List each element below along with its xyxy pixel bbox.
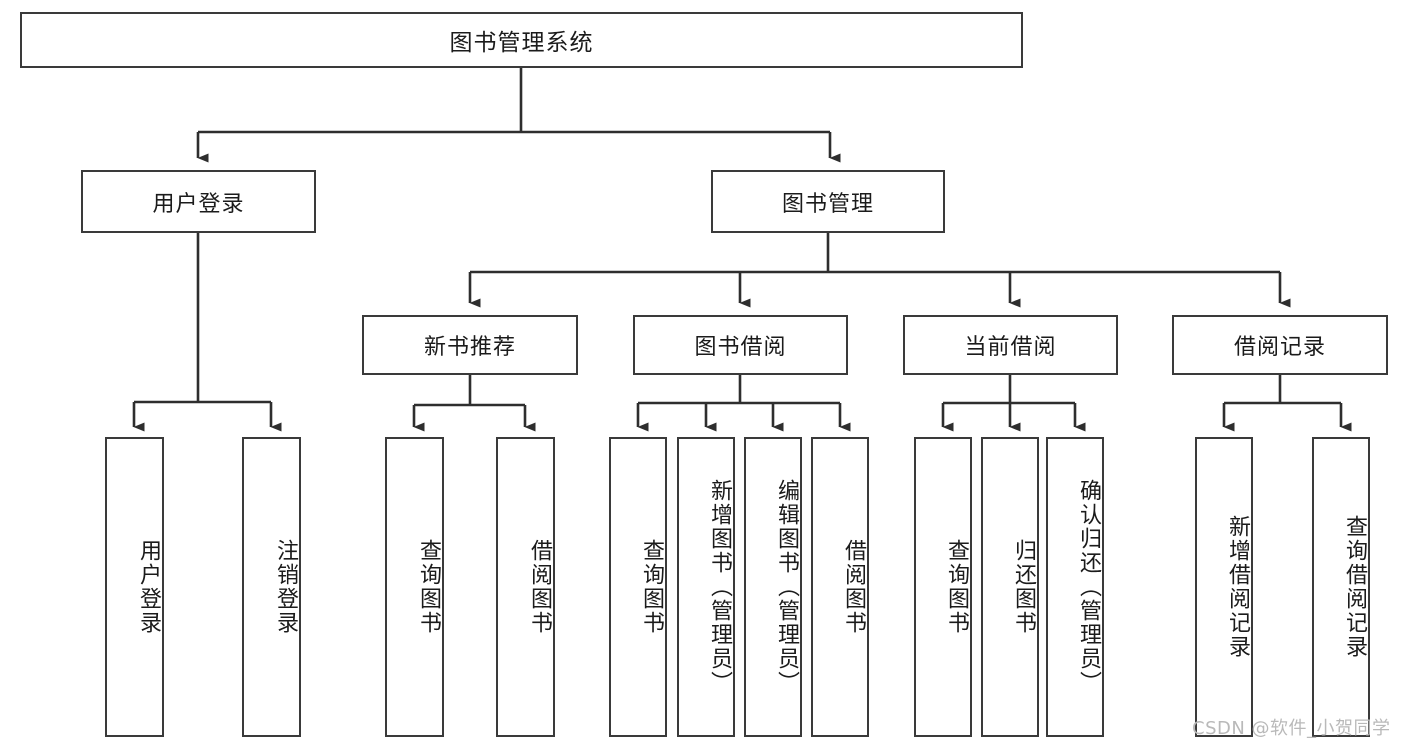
- node-root-system[interactable]: 图书管理系统: [20, 12, 1023, 68]
- node-label: 借阅图书: [527, 539, 552, 635]
- leaf-record-query-borrow-record[interactable]: 查询借阅记录: [1312, 437, 1370, 737]
- leaf-logout[interactable]: 注销登录: [242, 437, 301, 737]
- leaf-borrow-edit-book-admin[interactable]: 编辑图书（管理员）: [744, 437, 802, 737]
- node-label: 图书借阅: [694, 335, 787, 360]
- leaf-borrow-add-book-admin[interactable]: 新增图书（管理员）: [677, 437, 735, 737]
- node-label: 新增图书（管理员）: [707, 479, 732, 695]
- node-label: 归还图书: [1011, 539, 1036, 635]
- leaf-recommend-query-book[interactable]: 查询图书: [385, 437, 444, 737]
- node-label: 借阅记录: [1233, 335, 1326, 360]
- leaf-borrow-borrow-book[interactable]: 借阅图书: [811, 437, 869, 737]
- node-label: 编辑图书（管理员）: [774, 479, 799, 695]
- node-label: 图书管理: [781, 191, 874, 217]
- node-label: 查询图书: [944, 539, 969, 635]
- node-label: 借阅图书: [841, 539, 866, 635]
- node-label: 查询图书: [416, 539, 441, 635]
- leaf-record-add-borrow-record[interactable]: 新增借阅记录: [1195, 437, 1253, 737]
- node-label: 查询借阅记录: [1342, 515, 1367, 659]
- node-new-book-recommend[interactable]: 新书推荐: [362, 315, 578, 375]
- leaf-current-return-book[interactable]: 归还图书: [981, 437, 1039, 737]
- node-label: 查询图书: [639, 539, 664, 635]
- node-label: 用户登录: [136, 539, 161, 635]
- csdn-watermark: CSDN @软件_小贺同学: [1192, 718, 1391, 739]
- node-current-borrow[interactable]: 当前借阅: [903, 315, 1118, 375]
- node-label: 新增借阅记录: [1225, 515, 1250, 659]
- node-borrow-record[interactable]: 借阅记录: [1172, 315, 1388, 375]
- node-user-login[interactable]: 用户登录: [81, 170, 316, 233]
- leaf-user-login[interactable]: 用户登录: [105, 437, 164, 737]
- node-label: 图书管理系统: [449, 30, 594, 56]
- node-label: 注销登录: [273, 539, 298, 635]
- node-label: 新书推荐: [423, 335, 516, 360]
- leaf-borrow-query-book[interactable]: 查询图书: [609, 437, 667, 737]
- node-book-borrow[interactable]: 图书借阅: [633, 315, 848, 375]
- node-label: 确认归还（管理员）: [1076, 479, 1101, 695]
- leaf-current-query-book[interactable]: 查询图书: [914, 437, 972, 737]
- node-label: 当前借阅: [964, 335, 1057, 360]
- node-book-management[interactable]: 图书管理: [711, 170, 945, 233]
- leaf-recommend-borrow-book[interactable]: 借阅图书: [496, 437, 555, 737]
- leaf-current-confirm-return-admin[interactable]: 确认归还（管理员）: [1046, 437, 1104, 737]
- node-label: 用户登录: [152, 191, 245, 217]
